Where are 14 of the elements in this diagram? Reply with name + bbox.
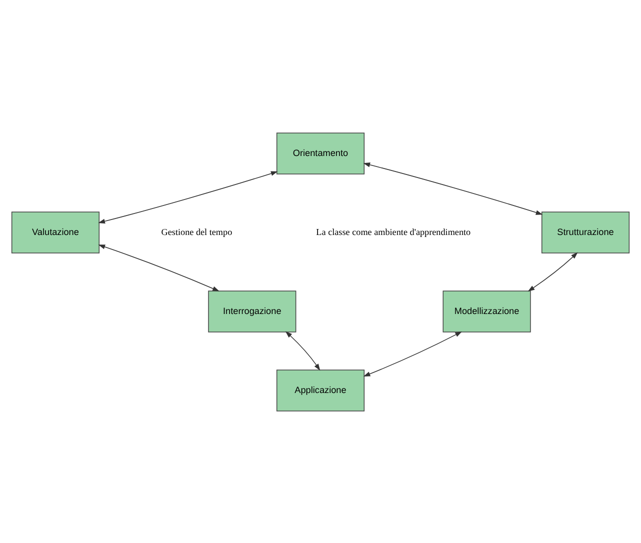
arrow	[285, 330, 320, 370]
node-box: Modellizzazione	[442, 290, 531, 332]
node-box: Strutturazione	[541, 211, 630, 253]
arrow	[363, 162, 543, 214]
node-box: Interrogazione	[208, 290, 296, 332]
arrow	[98, 244, 220, 291]
arrow	[363, 330, 462, 376]
node-box: Orientamento	[276, 132, 365, 174]
arrow	[98, 170, 278, 224]
arrow	[528, 252, 578, 292]
node-box: Applicazione	[276, 369, 365, 411]
label: Gestione del tempo	[161, 226, 232, 236]
label: La classe come ambiente d'apprendimento	[316, 226, 471, 236]
node-box: Valutazione	[11, 211, 100, 253]
